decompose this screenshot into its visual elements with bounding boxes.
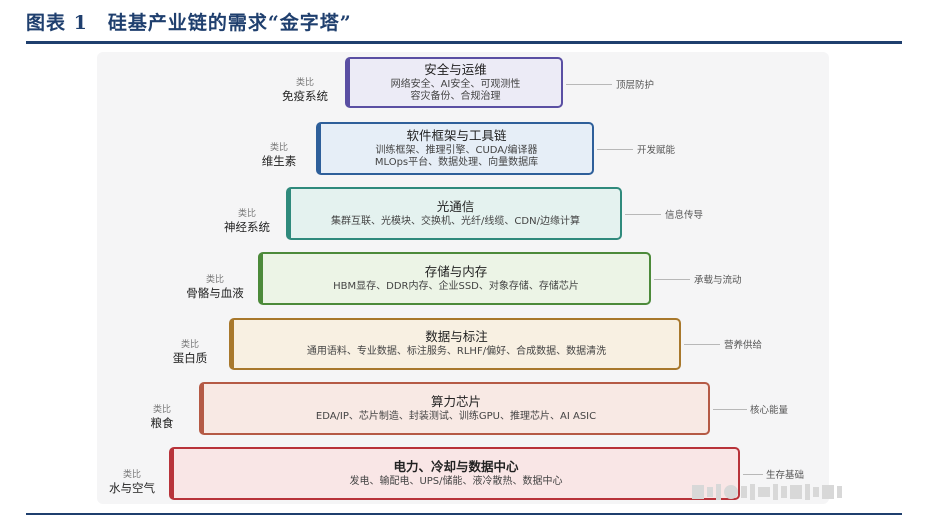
watermark-overlay (692, 481, 922, 503)
role-label: 开发赋能 (637, 145, 676, 156)
tier-item-line: 容灾备份、合规治理 (410, 91, 501, 102)
connector-line (597, 149, 633, 150)
tier-6-power-cooling-dc: 电力、冷却与数据中心 发电、输配电、UPS/储能、液冷散热、数据中心 (169, 447, 740, 500)
connector-line (654, 279, 690, 280)
analog-value: 水与空气 (109, 481, 155, 495)
connector-line (684, 344, 720, 345)
tier-items: 网络安全、AI安全、可观测性 容灾备份、合规治理 (391, 79, 521, 104)
analog-value: 神经系统 (224, 220, 270, 234)
tier-item-line: 通用语料、专业数据、标注服务、RLHF/偏好、合成数据、数据清洗 (306, 346, 607, 358)
bottom-rule (26, 513, 902, 515)
connector-line (743, 474, 763, 475)
tier-items: 集群互联、光模块、交换机、光纤/线缆、CDN/边缘计算 (331, 216, 580, 229)
analog-tier-2: 类比 神经系统 (212, 208, 282, 234)
tier-items: EDA/IP、芯片制造、封装测试、训练GPU、推理芯片、AI ASIC (316, 411, 596, 424)
tier-title: 软件框架与工具链 (406, 127, 507, 143)
tier-item-line: 网络安全、AI安全、可观测性 (390, 78, 521, 90)
tier-5-compute-chips: 算力芯片 EDA/IP、芯片制造、封装测试、训练GPU、推理芯片、AI ASIC (199, 382, 710, 435)
tier-3-storage-memory: 存储与内存 HBM显存、DDR内存、企业SSD、对象存储、存储芯片 (258, 252, 651, 305)
tier-item-line: 训练框架、推理引擎、CUDA/编译器 (375, 144, 538, 156)
tier-1-software-toolchain: 软件框架与工具链 训练框架、推理引擎、CUDA/编译器 MLOps平台、数据处理… (316, 122, 594, 175)
analog-value: 蛋白质 (172, 351, 208, 365)
analog-label: 类比 (295, 78, 314, 88)
analog-tier-5: 类比 粮食 (134, 404, 190, 430)
analog-tier-3: 类比 骨骼与血液 (175, 274, 255, 300)
analog-label: 类比 (122, 470, 141, 480)
tier-item-line: HBM显存、DDR内存、企业SSD、对象存储、存储芯片 (333, 280, 579, 292)
connector-line (566, 84, 612, 85)
tier-item-line: 集群互联、光模块、交换机、光纤/线缆、CDN/边缘计算 (331, 215, 580, 227)
analog-value: 免疫系统 (282, 89, 328, 103)
tier-title: 光通信 (436, 198, 475, 214)
tier-2-optical-comm: 光通信 集群互联、光模块、交换机、光纤/线缆、CDN/边缘计算 (286, 187, 622, 240)
analog-tier-0: 类比 免疫系统 (270, 77, 340, 103)
analog-tier-1: 类比 维生素 (247, 142, 311, 168)
title-rule (26, 41, 902, 44)
role-label: 生存基础 (766, 470, 805, 481)
tier-items: 通用语料、专业数据、标注服务、RLHF/偏好、合成数据、数据清洗 (307, 346, 606, 359)
connector-line (713, 409, 747, 410)
tier-item-line: EDA/IP、芯片制造、封装测试、训练GPU、推理芯片、AI ASIC (315, 410, 597, 422)
tier-0-security-ops: 安全与运维 网络安全、AI安全、可观测性 容灾备份、合规治理 (345, 57, 563, 108)
tier-title: 电力、冷却与数据中心 (393, 458, 519, 474)
tier-title: 存储与内存 (424, 263, 488, 279)
analog-label: 类比 (180, 340, 199, 350)
role-label: 核心能量 (750, 405, 789, 416)
tier-items: 训练框架、推理引擎、CUDA/编译器 MLOps平台、数据处理、向量数据库 (375, 145, 538, 170)
analog-label: 类比 (205, 275, 224, 285)
role-label: 承载与流动 (694, 275, 742, 286)
analog-value: 骨骼与血液 (186, 286, 244, 300)
role-label: 顶层防护 (616, 80, 655, 91)
tier-items: 发电、输配电、UPS/储能、液冷散热、数据中心 (349, 476, 562, 489)
analog-tier-4: 类比 蛋白质 (158, 339, 222, 365)
analog-value: 维生素 (261, 154, 297, 168)
tier-title: 安全与运维 (424, 61, 487, 77)
figure-title: 图表 1 硅基产业链的需求“金字塔” (26, 12, 352, 34)
tier-item-line: MLOps平台、数据处理、向量数据库 (374, 157, 539, 168)
tier-title: 数据与标注 (425, 329, 488, 345)
tier-item-line: 发电、输配电、UPS/储能、液冷散热、数据中心 (349, 475, 563, 487)
analog-label: 类比 (237, 209, 256, 219)
analog-tier-6: 类比 水与空气 (98, 469, 166, 495)
analog-label: 类比 (269, 143, 288, 153)
tier-4-data-labeling: 数据与标注 通用语料、专业数据、标注服务、RLHF/偏好、合成数据、数据清洗 (229, 318, 681, 370)
role-label: 信息传导 (665, 210, 704, 221)
tier-title: 算力芯片 (430, 393, 481, 409)
analog-label: 类比 (152, 405, 171, 415)
connector-line (625, 214, 661, 215)
role-label: 营养供给 (724, 340, 763, 351)
analog-value: 粮食 (150, 416, 174, 430)
tier-items: HBM显存、DDR内存、企业SSD、对象存储、存储芯片 (333, 281, 579, 294)
